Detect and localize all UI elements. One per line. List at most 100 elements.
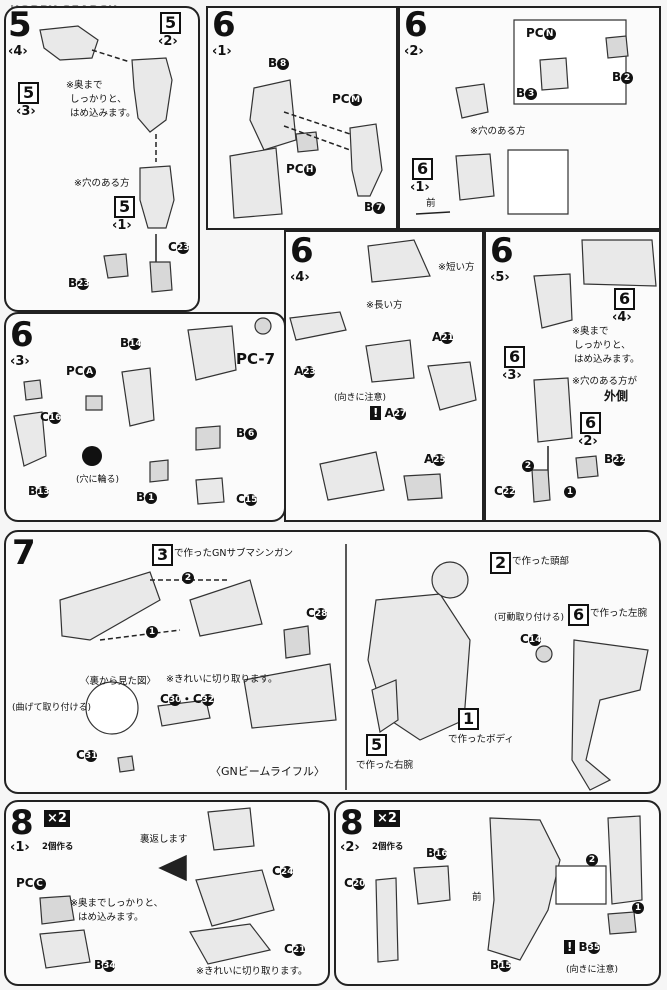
panel-step-5 bbox=[4, 6, 200, 312]
label-b22: B22 bbox=[604, 452, 626, 466]
label-front-8-2: 前 bbox=[472, 892, 482, 903]
step-6-1-sub: ‹1› bbox=[212, 44, 232, 59]
ref-6-4: 6 bbox=[614, 288, 636, 310]
step-8-1-number: 8 bbox=[10, 803, 34, 843]
note-clean-cut-s7: ※きれいに切り取ります。 bbox=[166, 674, 278, 685]
detail-inset-frame bbox=[229, 147, 283, 219]
label-a25: A25 bbox=[424, 452, 446, 466]
note-deep-1: ※奥まで bbox=[66, 80, 103, 91]
step-6-4-number: 6 bbox=[290, 231, 314, 271]
part-a23 bbox=[289, 311, 347, 341]
ref-6-3-sub: ‹3› bbox=[502, 368, 522, 383]
label-c20: C20 bbox=[344, 876, 366, 890]
submachine-gun-part bbox=[59, 571, 161, 641]
leg-upper-part bbox=[131, 57, 173, 133]
part-b22 bbox=[575, 455, 599, 479]
seq-marker-1-s7: 1 bbox=[146, 624, 158, 638]
ref-6-4-sub: ‹4› bbox=[612, 310, 632, 325]
pc-a-part bbox=[85, 395, 103, 411]
step-6-3-number: 6 bbox=[10, 315, 34, 355]
back-view-circle bbox=[85, 681, 139, 735]
part-c31 bbox=[117, 755, 135, 773]
ref-3-text: で作ったGNサブマシンガン bbox=[174, 548, 293, 559]
part-b2 bbox=[605, 35, 629, 59]
label-b16: B16 bbox=[426, 846, 448, 860]
note-short-side: ※短い方 bbox=[438, 262, 475, 273]
label-c30-c32: C30・C32 bbox=[160, 692, 215, 706]
label-a21: A21 bbox=[432, 330, 454, 344]
part-c21 bbox=[189, 923, 272, 965]
note-long-side: ※長い方 bbox=[366, 300, 403, 311]
side-armor-part bbox=[607, 815, 643, 905]
note-hole-outside-2: 外側 bbox=[604, 389, 629, 403]
step-8-2-sub: ‹2› bbox=[340, 840, 360, 855]
arm-lower-part bbox=[533, 377, 573, 443]
label-c23: C23 bbox=[168, 240, 190, 254]
ref-2: 2 bbox=[490, 552, 512, 574]
seq-marker-2-s7: 2 bbox=[182, 570, 194, 584]
badge-x2-8-2: ×2 bbox=[374, 810, 400, 827]
arm-upper-part bbox=[533, 273, 573, 329]
inset-box-hole bbox=[507, 149, 569, 215]
flip-arrow bbox=[158, 854, 187, 882]
arm-part bbox=[455, 153, 495, 201]
left-arm-part bbox=[571, 639, 649, 791]
part-c23 bbox=[149, 261, 173, 293]
label-c24: C24 bbox=[272, 864, 294, 878]
head-part bbox=[431, 561, 469, 599]
leg-part-b15 bbox=[487, 817, 561, 961]
inset-box-orient bbox=[555, 865, 607, 905]
leg-armor-part bbox=[39, 25, 99, 61]
label-pc7: PC-7 bbox=[236, 350, 276, 368]
ref-5-2-sub: ‹2› bbox=[158, 34, 178, 49]
hole-marker bbox=[82, 446, 102, 466]
step-6-5-sub: ‹5› bbox=[490, 270, 510, 285]
ref-3: 3 bbox=[152, 544, 174, 566]
shoulder-armor-part bbox=[581, 239, 657, 287]
label-c21: C21 bbox=[284, 942, 306, 956]
ref-1: 1 bbox=[458, 708, 480, 730]
ref-1-text: で作ったボディ bbox=[448, 734, 514, 745]
step-6-4-sub: ‹4› bbox=[290, 270, 310, 285]
pc-h-part bbox=[295, 131, 319, 153]
label-flip: 裏返します bbox=[140, 834, 188, 845]
note-hole-outside-1: ※穴のある方が bbox=[572, 376, 637, 387]
part-a25 bbox=[403, 473, 443, 501]
forearm-gun-part bbox=[189, 579, 263, 637]
label-c15: C15 bbox=[236, 492, 258, 506]
inset-part bbox=[367, 239, 431, 283]
note-deep-3: はめ込みます。 bbox=[70, 108, 136, 119]
part-b23 bbox=[103, 253, 129, 279]
label-b13: B13 bbox=[28, 484, 50, 498]
label-c16: C16 bbox=[40, 410, 62, 424]
label-c22: C22 bbox=[494, 484, 516, 498]
part-c30-c32 bbox=[157, 699, 211, 727]
pc7-ball bbox=[254, 317, 272, 335]
leg-lower-part bbox=[139, 165, 175, 229]
ref-6-1: 6 bbox=[412, 158, 434, 180]
ref-6-3: 6 bbox=[504, 346, 526, 368]
label-b15: B15 bbox=[490, 958, 512, 972]
label-back-view: 〈裏から見た図〉 bbox=[80, 676, 157, 687]
part-b13 bbox=[13, 411, 47, 467]
part-flip bbox=[207, 807, 255, 851]
note-deep-8-1-2: はめ込みます。 bbox=[78, 912, 144, 923]
ref-5-1: 5 bbox=[114, 196, 136, 218]
ref-5-3-sub: ‹3› bbox=[16, 104, 36, 119]
ref-6-2: 6 bbox=[580, 412, 602, 434]
label-b35: !B35 bbox=[564, 940, 600, 954]
ref-6: 6 bbox=[568, 604, 590, 626]
part-c20 bbox=[375, 877, 399, 963]
part-b1 bbox=[149, 459, 169, 483]
shoulder-joint-part bbox=[455, 83, 489, 119]
ref-2-text: で作った頭部 bbox=[512, 556, 570, 567]
label-b34: B34 bbox=[94, 958, 116, 972]
